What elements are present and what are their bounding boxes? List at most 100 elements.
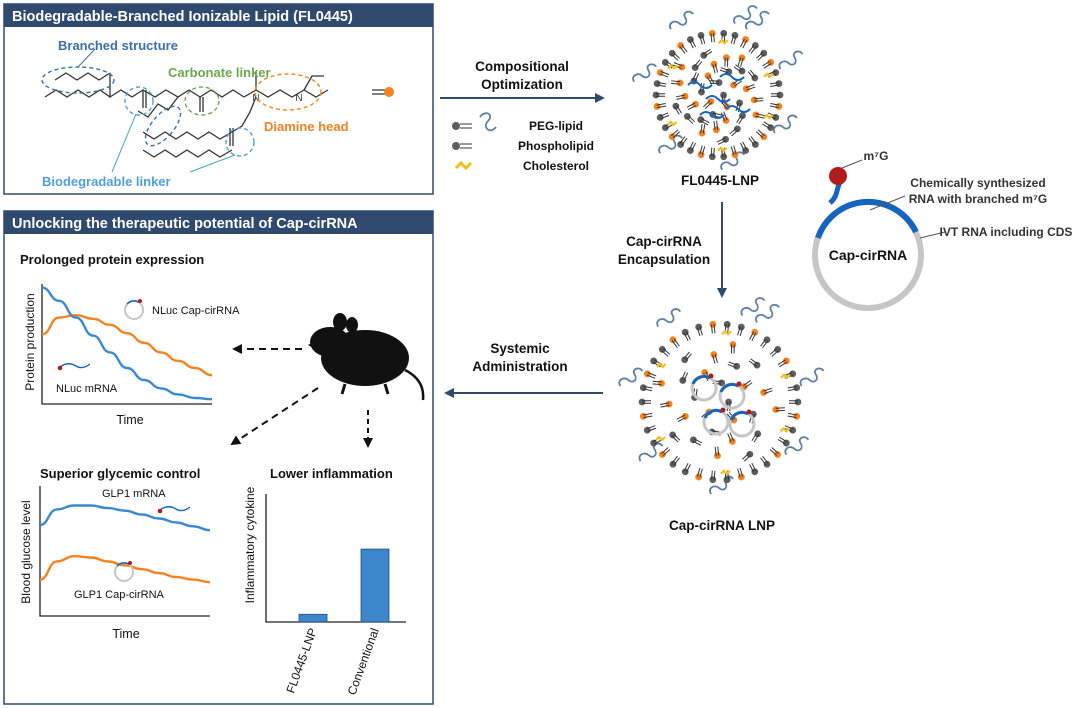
protein-chart-xlabel: Time (116, 413, 143, 427)
peg-coil (733, 5, 758, 25)
component-cholesterol: Cholesterol (523, 159, 589, 173)
peg-coil (784, 436, 810, 456)
step-systemic-line2: Administration (472, 359, 567, 374)
branched-structure-label: Branched structure (58, 38, 178, 53)
mouse-silhouette (308, 313, 425, 401)
peg-coil (656, 308, 682, 328)
rna-strand (705, 95, 731, 103)
glycemic-chart-ylabel: Blood glucose level (19, 500, 33, 603)
fl0445-lnp-particle (632, 5, 804, 171)
lipid-panel-title: Biodegradable-Branched Ionizable Lipid (… (12, 9, 353, 25)
peg-coil (638, 442, 664, 462)
circular-rna-glyph (124, 299, 144, 320)
inflammation-bar-1 (360, 548, 390, 623)
ionizable-lipid-icon (372, 87, 394, 97)
protein-series-1 (41, 286, 213, 401)
cholesterol-mark (655, 362, 667, 369)
step-encapsulation-line2: Encapsulation (618, 252, 710, 267)
biodegradable-leader-1 (111, 113, 137, 173)
nitrogen-atom: N (252, 93, 259, 104)
biodegradable-linker-label: Biodegradable linker (42, 174, 171, 189)
synthetic-rna-arc (815, 198, 919, 240)
circular-rna-glyph-2 (114, 561, 134, 582)
cholesterol-icon (454, 160, 473, 171)
step-encapsulation-line1: Cap-cirRNA (626, 234, 702, 249)
diamine-highlight (254, 73, 322, 111)
protein-axes (41, 284, 212, 405)
ester-highlight-2 (225, 127, 255, 157)
arrow-to-glycemic (230, 387, 319, 446)
therapeutic-panel: Unlocking the therapeutic potential of C… (3, 210, 434, 705)
linear-mrna-glyph (57, 363, 91, 371)
glycemic-series-label-circ: GLP1 Cap-cirRNA (74, 589, 165, 601)
phospholipid-icon (452, 142, 472, 150)
peg-coil (778, 50, 804, 70)
m7g-leader (841, 159, 863, 169)
peg-coil (720, 151, 745, 171)
step-compositional-line1: Compositional (475, 59, 569, 74)
therapeutic-panel-title: Unlocking the therapeutic potential of C… (12, 216, 358, 232)
protein-chart (41, 284, 213, 405)
peg-coil (658, 134, 683, 154)
carbonate-highlight (184, 86, 220, 116)
protein-series-label-mrna: NLuc mRNA (56, 383, 118, 395)
nitrogen-atom-2: N (295, 93, 302, 104)
peg-coil (772, 114, 798, 134)
lnp-label: FL0445-LNP (681, 173, 759, 188)
rna-strand (719, 73, 745, 81)
inflammation-chart-heading: Lower inflammation (270, 466, 393, 481)
peg-coil (799, 367, 825, 387)
peg-coil (618, 367, 644, 387)
cholesterol-mark (717, 146, 728, 153)
synthetic-leader (869, 195, 906, 211)
synthetic-label-line2: RNA with branched m⁷G (909, 192, 1048, 206)
ivt-label: IVT RNA including CDS (940, 225, 1073, 239)
rna-strand (725, 105, 751, 113)
inflammation-chart-ylabel: Inflammatory cytokine (243, 486, 257, 603)
m7g-cap (829, 167, 847, 185)
cap-cirrna-center-label: Cap-cirRNA (829, 247, 908, 263)
cholesterol-mark (763, 72, 774, 79)
lipid-panel: Biodegradable-Branched Ionizable Lipid (… (3, 3, 434, 195)
protein-series-label-circ: NLuc Cap-cirRNA (152, 305, 240, 317)
inflammation-bar-0 (298, 613, 328, 623)
lipid-structure (44, 72, 329, 158)
m7g-label: m⁷G (864, 149, 889, 163)
protein-chart-heading: Prolonged protein expression (20, 252, 204, 267)
diamine-head-label: Diamine head (264, 119, 349, 134)
inflammation-axes (265, 494, 406, 623)
component-phospholipid: Phospholipid (518, 139, 594, 153)
step-compositional-line2: Optimization (481, 77, 563, 92)
glycemic-chart-heading: Superior glycemic control (40, 466, 200, 481)
ester-highlight-1 (124, 86, 154, 116)
glycemic-chart (39, 486, 211, 617)
glycemic-series-label-mrna: GLP1 mRNA (102, 488, 166, 500)
glycemic-series-0 (39, 504, 211, 532)
step-systemic-line1: Systemic (490, 341, 550, 356)
ivt-leader (919, 231, 946, 239)
peg-coil (740, 297, 766, 317)
components-legend: PEG-lipid Phospholipid Cholesterol (452, 112, 594, 173)
biodegradable-leader-2 (189, 154, 236, 173)
protein-chart-ylabel: Protein production (23, 293, 37, 390)
branched-leader (77, 48, 96, 68)
linear-mrna-glyph-2 (157, 506, 191, 514)
cap-lnp-label: Cap-cirRNA LNP (669, 518, 775, 533)
glycemic-chart-xlabel: Time (112, 627, 139, 641)
peg-coil (632, 63, 657, 83)
component-peg: PEG-lipid (529, 119, 583, 133)
cholesterol-mark (667, 63, 678, 70)
rna-strand (687, 81, 713, 89)
rna-strand (699, 111, 725, 119)
peg-coil (669, 10, 694, 30)
cholesterol-mark (720, 469, 731, 476)
carbonate-linker-label: Carbonate linker (168, 65, 271, 80)
cholesterol-mark (666, 120, 678, 127)
cholesterol-mark (717, 38, 729, 45)
cap-cirrna-lnp-particle (618, 297, 825, 495)
peg-lipid-icon (452, 112, 497, 132)
glycemic-axes (39, 486, 210, 617)
branched-highlight-2 (144, 105, 182, 147)
cholesterol-mark (779, 426, 791, 433)
